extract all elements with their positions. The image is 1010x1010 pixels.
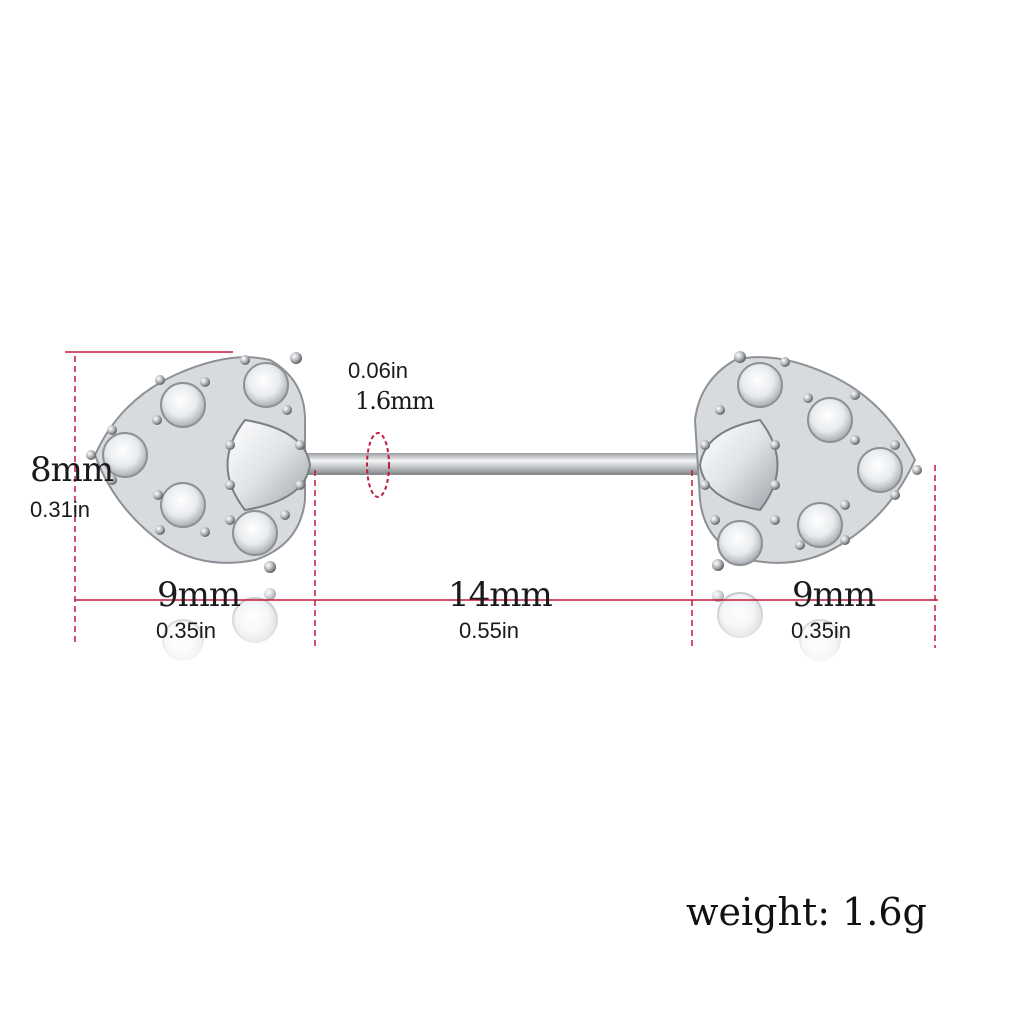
right-head-width-mm-label: 9mm <box>792 575 876 615</box>
weight-label: weight: 1.6g <box>686 890 927 934</box>
bar-length-inch-label: 0.55in <box>459 618 519 643</box>
gauge-mm-label: 1.6mm <box>355 387 435 415</box>
left-head-width-mm-label: 9mm <box>157 575 241 615</box>
head-height-mm-label: 8mm <box>30 450 114 490</box>
head-height-inch-label: 0.31in <box>30 497 90 522</box>
gauge-ring-icon <box>366 432 390 498</box>
bar-length-mm-label: 14mm <box>448 575 553 615</box>
dimension-lines <box>65 351 938 648</box>
barbell-bar <box>300 453 700 475</box>
right-jewel-cluster-icon <box>693 351 922 571</box>
right-head-width-inch-label: 0.35in <box>791 618 851 643</box>
gauge-inch-label: 0.06in <box>348 358 408 383</box>
left-head-width-inch-label: 0.35in <box>156 618 216 643</box>
left-jewel-cluster-icon <box>86 352 312 573</box>
